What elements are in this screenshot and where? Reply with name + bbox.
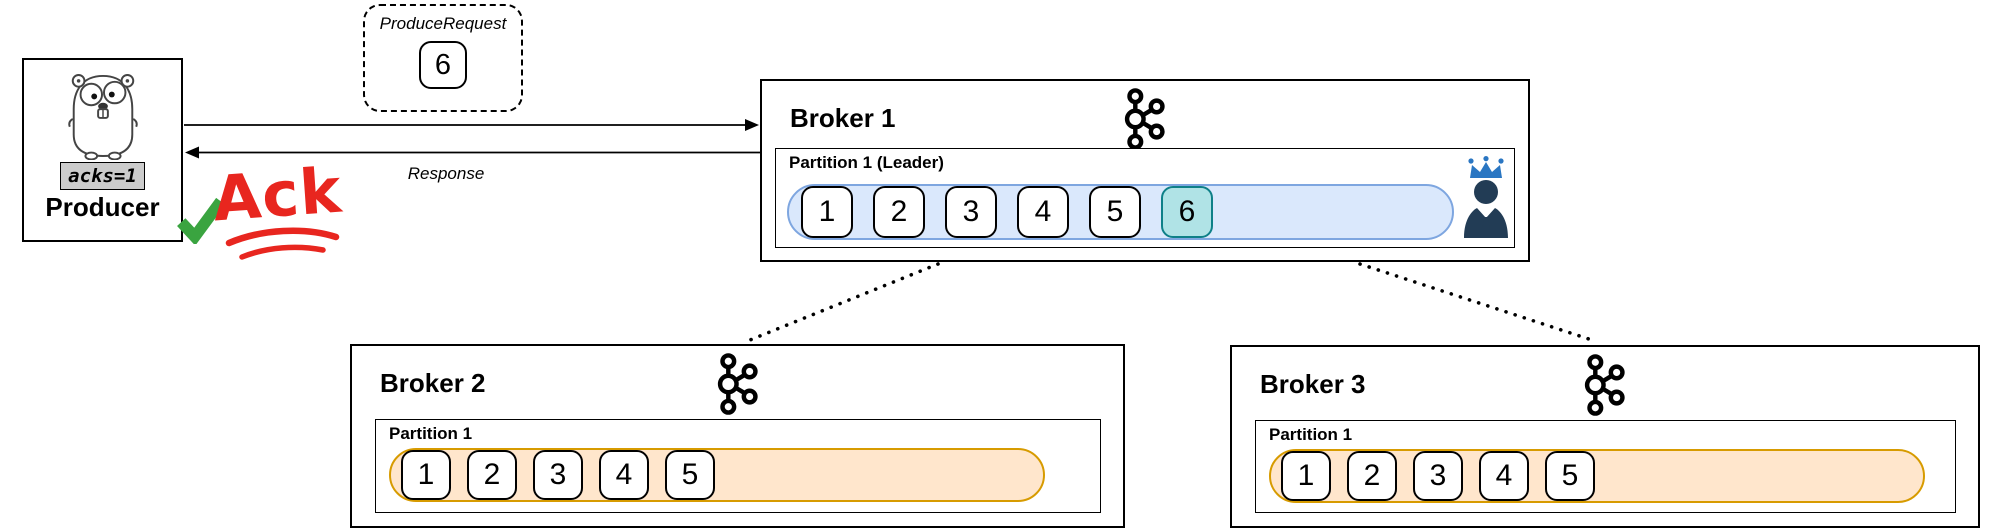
kafka-logo-icon — [717, 353, 758, 415]
ack-underline-swoosh — [225, 227, 340, 260]
replication-link-broker3 — [1358, 262, 1597, 343]
message-3: 3 — [1413, 451, 1463, 501]
producer-label: Producer — [45, 192, 160, 222]
message-5: 5 — [665, 450, 715, 500]
ack-text: Ack — [210, 153, 345, 236]
response-arrow — [185, 146, 760, 159]
message-5: 5 — [1089, 186, 1141, 238]
message-3: 3 — [945, 186, 997, 238]
message-2: 2 — [1347, 451, 1397, 501]
message-4: 4 — [1479, 451, 1529, 501]
message-5: 5 — [1545, 451, 1595, 501]
acks-config-badge: acks=1 — [60, 162, 145, 190]
green-check-icon — [177, 197, 226, 244]
produce-request-label: ProduceRequest — [379, 14, 507, 33]
message-2: 2 — [873, 186, 925, 238]
broker2-partition-label: Partition 1 — [389, 424, 473, 443]
broker2-title: Broker 2 — [380, 368, 486, 398]
produce-request-box: ProduceRequest 6 — [363, 4, 523, 112]
response-label: Response — [407, 164, 485, 183]
kafka-logo-icon — [1584, 354, 1625, 416]
producer-box: acks=1 Producer — [22, 58, 183, 242]
message-4: 4 — [1017, 186, 1069, 238]
message-6-new: 6 — [1161, 186, 1213, 238]
broker3-title: Broker 3 — [1260, 369, 1366, 399]
kafka-logo-icon — [1124, 88, 1165, 150]
broker1-title: Broker 1 — [790, 103, 896, 133]
message-1: 1 — [1281, 451, 1331, 501]
replication-link-broker2 — [748, 262, 940, 342]
message-1: 1 — [801, 186, 853, 238]
produce-request-message: 6 — [419, 41, 467, 89]
message-3: 3 — [533, 450, 583, 500]
leader-person-with-crown-icon — [1464, 156, 1508, 238]
go-gopher-icon — [67, 74, 138, 160]
message-4: 4 — [599, 450, 649, 500]
broker1-partition-label: Partition 1 (Leader) — [789, 153, 944, 172]
message-2: 2 — [467, 450, 517, 500]
message-1: 1 — [401, 450, 451, 500]
broker3-partition-label: Partition 1 — [1269, 425, 1353, 444]
produce-request-arrow — [184, 119, 759, 131]
